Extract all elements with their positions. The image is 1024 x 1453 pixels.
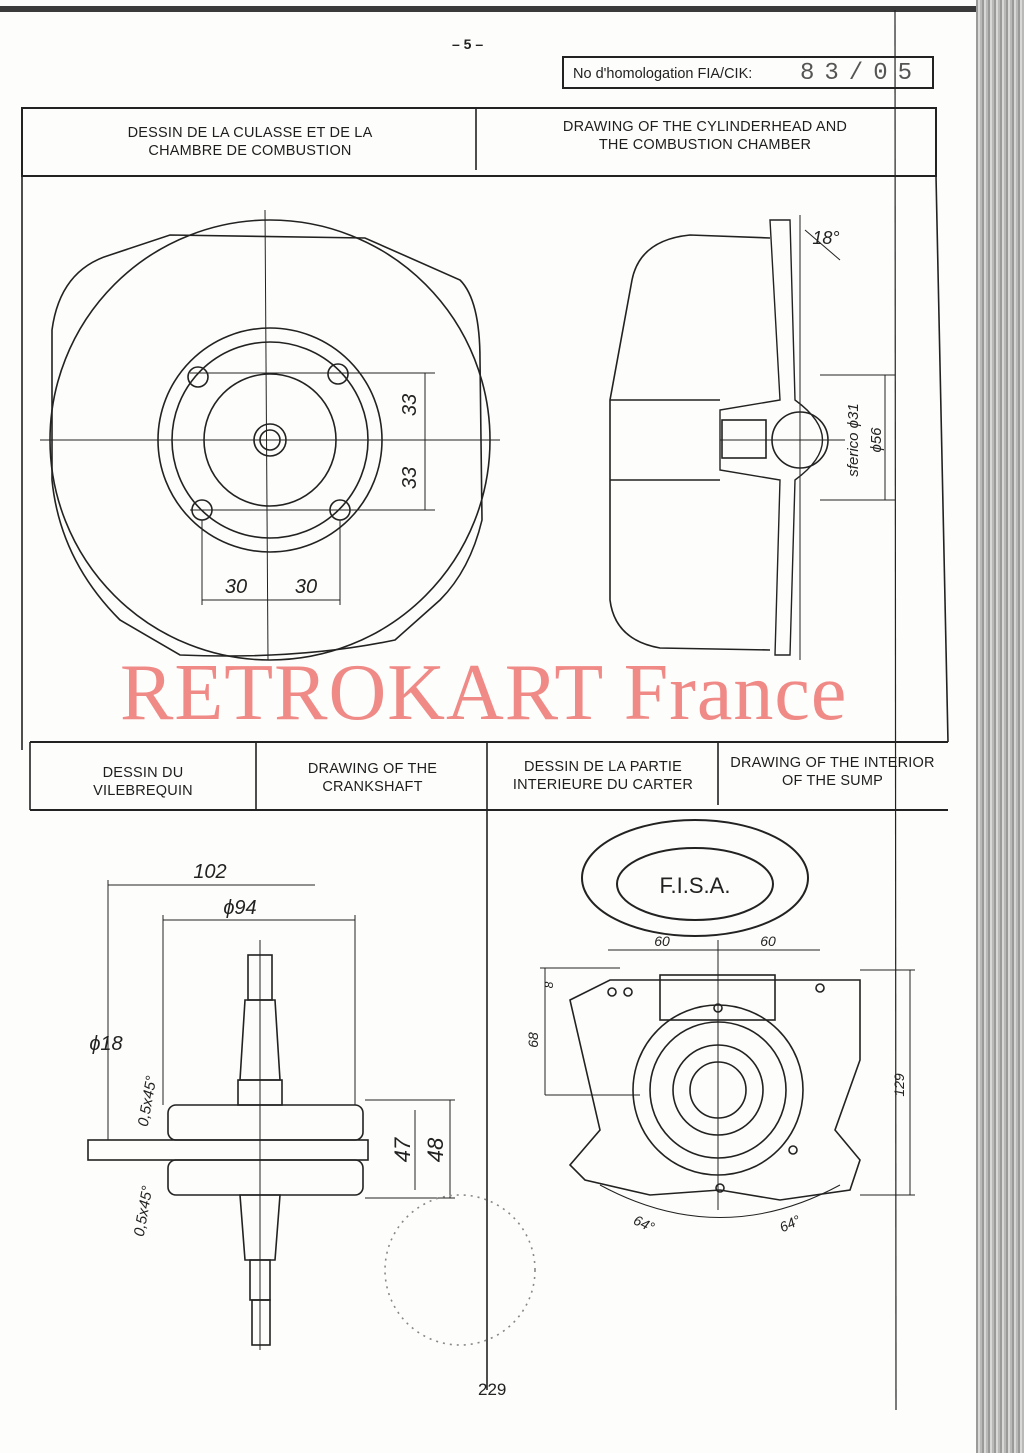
fisa-stamp [581, 819, 809, 937]
homologation-label: No d'homologation FIA/CIK: [573, 66, 753, 82]
dim-30-left: 30 [225, 576, 247, 598]
dim-47: 47 [390, 1137, 415, 1162]
dim-64deg-right: 64° [777, 1212, 803, 1236]
dim-chamfer-bottom: 0,5x45° [131, 1185, 157, 1238]
dim-chamfer-top: 0,5x45° [135, 1075, 161, 1128]
homologation-number: 83/05 [800, 60, 923, 87]
top-border [0, 6, 976, 12]
section-title-sump-fr: DESSIN DE LA PARTIE INTERIEURE DU CARTER [512, 759, 694, 793]
dim-33-top: 33 [399, 394, 421, 416]
dim-129: 129 [891, 1073, 907, 1097]
sump-drawing [540, 940, 915, 1218]
dim-phi-94: ϕ94 [223, 897, 256, 919]
dim-sferico-31: sferico ϕ31 [845, 403, 862, 476]
dim-18deg: 18° [812, 228, 839, 248]
dim-68: 68 [525, 1032, 541, 1048]
book-page-edge [976, 0, 1024, 1453]
dim-102: 102 [193, 861, 226, 883]
cylinderhead-front-drawing [40, 209, 500, 661]
section-title-crankshaft-en: DRAWING OF THE CRANKSHAFT [307, 761, 438, 795]
watermark: RETROKART France [120, 649, 848, 737]
faded-round-stamp [384, 1194, 536, 1346]
stamp-center: F.I.S.A. [660, 873, 731, 898]
cylinderhead-side-dimensions: 18° sferico ϕ31 ϕ56 [812, 228, 885, 477]
dim-64deg-left: 64° [631, 1212, 657, 1236]
dim-60-right: 60 [760, 933, 776, 949]
cylinderhead-side-drawing [609, 215, 895, 660]
page-marker: – 5 – [452, 36, 484, 52]
section-title-cylinderhead-en: DRAWING OF THE CYLINDERHEAD AND THE COMB… [562, 119, 848, 153]
dim-60-left: 60 [654, 933, 670, 949]
dim-48: 48 [423, 1137, 448, 1162]
crankshaft-dimensions: 102 ϕ94 ϕ18 0,5x45° 0,5x45° 47 48 [89, 861, 448, 1238]
section-title-sump-en: DRAWING OF THE INTERIOR OF THE SUMP [730, 755, 935, 789]
cylinderhead-front-dimensions: 33 33 30 30 [225, 394, 421, 598]
dim-30-right: 30 [295, 576, 317, 598]
frame-lines [21, 9, 949, 1411]
page-number: 229 [478, 1380, 507, 1399]
homologation-box: No d'homologation FIA/CIK: 83/05 [562, 56, 934, 89]
dim-8: 8 [542, 981, 556, 988]
section-title-crankshaft-fr: DESSIN DU VILEBREQUIN [93, 765, 193, 799]
dim-phi-56: ϕ56 [868, 427, 885, 453]
section-title-cylinderhead-fr: DESSIN DE LA CULASSE ET DE LA CHAMBRE DE… [127, 125, 373, 159]
fisa-stamp-text: F.I.S.A. [660, 873, 731, 898]
dim-33-bottom: 33 [399, 467, 421, 489]
crankshaft-drawing [87, 880, 455, 1350]
dim-phi-18: ϕ18 [89, 1033, 122, 1055]
